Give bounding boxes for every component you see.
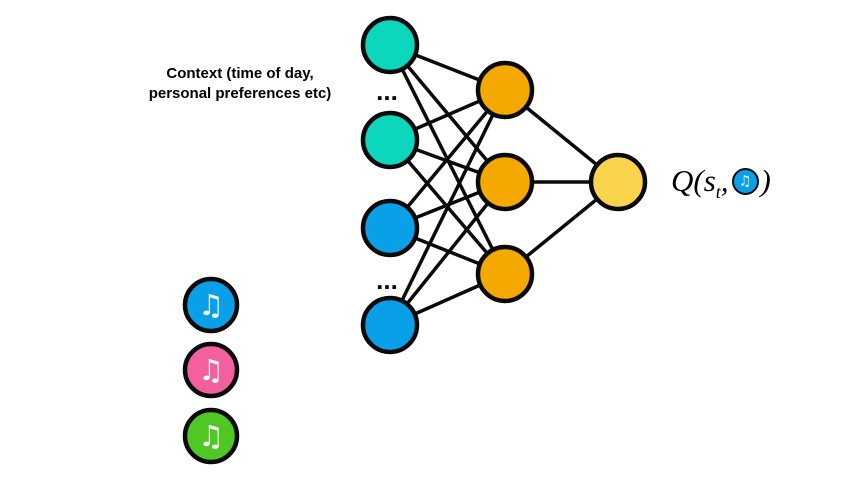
music-icon-circle bbox=[182, 341, 240, 399]
hidden-node bbox=[475, 244, 535, 304]
context-label-line2: personal preferences etc) bbox=[148, 85, 332, 103]
music-note-icon: ♫ bbox=[731, 168, 759, 195]
q-label-prefix: Q(s bbox=[671, 163, 716, 198]
network-edge bbox=[388, 180, 507, 327]
hidden-node bbox=[475, 152, 535, 212]
q-label-comma: , bbox=[720, 163, 729, 198]
q-value-label: Q(st, ♫) bbox=[671, 163, 771, 203]
music-note-glyph: ♫ bbox=[198, 353, 224, 387]
ellipsis: ... bbox=[376, 265, 398, 295]
context-label-line1: Context (time of day, bbox=[166, 65, 314, 82]
network-edge bbox=[388, 88, 507, 230]
q-label-subscript: t bbox=[715, 182, 721, 203]
music-icon: ♫ bbox=[182, 407, 240, 465]
context-label: Context (time of day, personal preferenc… bbox=[125, 64, 355, 105]
q-label-suffix: ) bbox=[760, 163, 771, 198]
output-node bbox=[588, 152, 648, 212]
music-icon: ♫ bbox=[182, 276, 240, 334]
input-node bbox=[360, 15, 420, 75]
music-note-glyph: ♫ bbox=[738, 172, 752, 189]
input-node bbox=[360, 198, 420, 258]
music-icon: ♫ bbox=[182, 341, 240, 399]
music-icon-circle bbox=[182, 276, 240, 334]
network-edge bbox=[388, 88, 507, 327]
input-node bbox=[360, 295, 420, 355]
music-icon-circle bbox=[182, 407, 240, 465]
music-note-glyph: ♫ bbox=[198, 288, 224, 322]
hidden-node bbox=[475, 60, 535, 120]
input-node bbox=[360, 110, 420, 170]
ellipsis: ... bbox=[376, 76, 398, 106]
music-note-glyph: ♫ bbox=[198, 419, 224, 453]
